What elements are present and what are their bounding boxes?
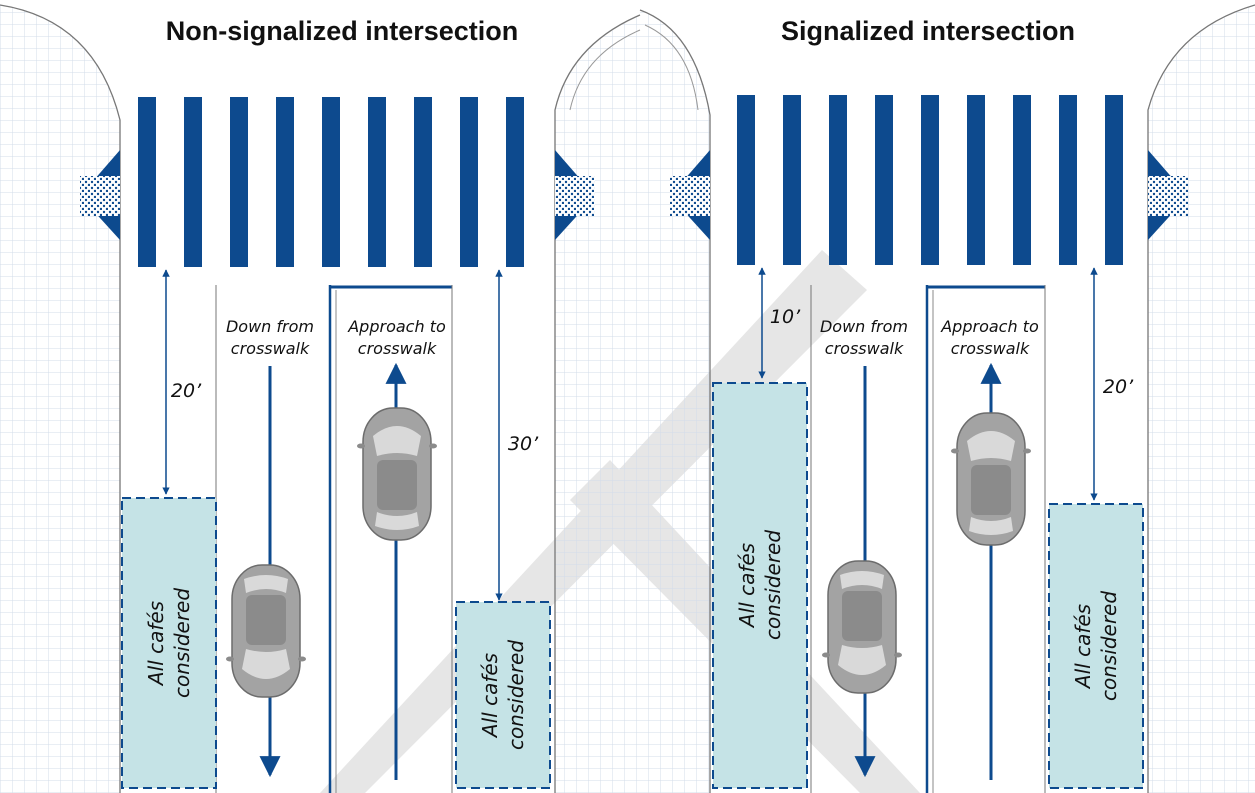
crosswalk bbox=[138, 97, 524, 267]
cafe-zone-right bbox=[455, 601, 551, 789]
curb-extension-left bbox=[80, 150, 120, 240]
cafe-label-right-2: considered bbox=[1097, 591, 1121, 701]
up-lane-label-2: crosswalk bbox=[358, 339, 437, 358]
panel-title: Signalized intersection bbox=[781, 16, 1075, 46]
car-down-lane bbox=[821, 560, 903, 694]
down-lane-label: Down from bbox=[226, 317, 314, 336]
distance-label-left: 10’ bbox=[770, 306, 801, 328]
curb-extension-left bbox=[670, 150, 710, 240]
distance-label-left: 20’ bbox=[171, 380, 202, 402]
cafe-label-right: All cafés bbox=[1071, 604, 1095, 690]
up-lane-label: Approach to bbox=[347, 317, 446, 336]
panel-title: Non-signalized intersection bbox=[166, 16, 519, 46]
crosswalk bbox=[737, 95, 1123, 265]
sidewalk-left bbox=[640, 0, 710, 793]
cafe-zone-right bbox=[1048, 503, 1144, 789]
distance-label-right: 30’ bbox=[508, 433, 539, 455]
curb-extension-right bbox=[555, 150, 595, 240]
car-down-lane bbox=[225, 564, 307, 698]
down-lane-label-2: crosswalk bbox=[231, 339, 310, 358]
cafe-zone-left bbox=[121, 497, 217, 789]
cafe-label-left: All cafés bbox=[735, 543, 759, 629]
curb-extension-right bbox=[1148, 150, 1188, 240]
sidewalk-right bbox=[555, 0, 640, 793]
car-up-lane bbox=[356, 407, 438, 541]
panel-signalized: Signalized intersection Down from crossw… bbox=[639, 0, 1255, 793]
cafe-label-left: All cafés bbox=[144, 601, 168, 687]
down-lane-label-2: crosswalk bbox=[825, 339, 904, 358]
sidewalk-right bbox=[1148, 0, 1255, 793]
cafe-zone-left bbox=[712, 382, 808, 789]
down-lane-label: Down from bbox=[820, 317, 908, 336]
cafe-label-left-2: considered bbox=[761, 530, 785, 640]
cafe-label-right: All cafés bbox=[478, 653, 502, 739]
up-lane-label-2: crosswalk bbox=[951, 339, 1030, 358]
car-up-lane bbox=[950, 412, 1032, 546]
sidewalk-left bbox=[0, 0, 120, 793]
up-lane-label: Approach to bbox=[940, 317, 1039, 336]
cafe-label-left-2: considered bbox=[170, 588, 194, 698]
cafe-label-right-2: considered bbox=[504, 640, 528, 750]
distance-label-right: 20’ bbox=[1103, 376, 1134, 398]
panel-non-signalized: Non-signalized intersection Down from cr… bbox=[0, 0, 641, 793]
